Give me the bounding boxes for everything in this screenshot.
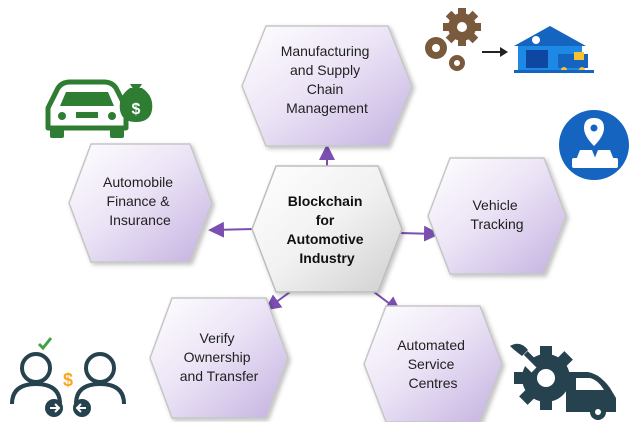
service-line-3: Centres <box>408 375 457 391</box>
center-line-2: for <box>316 212 335 228</box>
manufacturing-line-1: Manufacturing <box>281 43 370 59</box>
car-money-icon: $ <box>45 79 153 138</box>
warehouse-truck-icon <box>514 26 594 73</box>
center-line-3: Automotive <box>287 231 364 247</box>
ownership-line-2: Ownership <box>184 349 251 365</box>
node-service-label: Automated Service Centres <box>397 337 469 391</box>
vehicle-tracking-icon <box>559 110 629 180</box>
node-manufacturing-label: Manufacturing and Supply Chain Managemen… <box>281 43 374 116</box>
service-gear-car-icon <box>510 343 616 420</box>
finance-line-1: Automobile <box>103 174 173 190</box>
ownership-line-3: and Transfer <box>180 368 259 384</box>
service-line-1: Automated <box>397 337 465 353</box>
ownership-transfer-icon: $ <box>10 337 126 417</box>
node-finance-label: Automobile Finance & Insurance <box>103 174 177 228</box>
arrow-right-icon <box>482 47 508 57</box>
node-finance <box>68 143 213 263</box>
arrow-to-ownership <box>264 291 291 311</box>
manufacturing-line-4: Management <box>286 100 368 116</box>
node-tracking <box>427 157 567 275</box>
center-line-4: Industry <box>299 250 354 266</box>
node-manufacturing <box>241 25 413 147</box>
finance-line-3: Insurance <box>109 212 171 228</box>
node-tracking-label: Vehicle Tracking <box>470 197 523 232</box>
money-symbol: $ <box>132 101 141 118</box>
finance-line-2: Finance & <box>107 193 171 209</box>
node-center <box>251 165 403 293</box>
manufacturing-line-2: and Supply <box>290 62 360 78</box>
manufacturing-line-3: Chain <box>307 81 344 97</box>
node-ownership-label: Verify Ownership and Transfer <box>180 330 259 384</box>
ownership-line-1: Verify <box>200 330 235 346</box>
node-ownership <box>149 297 289 419</box>
tracking-line-1: Vehicle <box>472 197 517 213</box>
transfer-money-symbol: $ <box>63 370 73 390</box>
center-line-1: Blockchain <box>288 193 363 209</box>
tracking-line-2: Tracking <box>470 216 523 232</box>
arrow-to-finance <box>208 221 255 238</box>
node-service <box>363 305 503 422</box>
service-line-2: Service <box>408 356 455 372</box>
arrow-to-tracking <box>399 225 440 242</box>
center-label: Blockchain for Automotive Industry <box>287 193 368 266</box>
gears-icon <box>425 8 481 71</box>
